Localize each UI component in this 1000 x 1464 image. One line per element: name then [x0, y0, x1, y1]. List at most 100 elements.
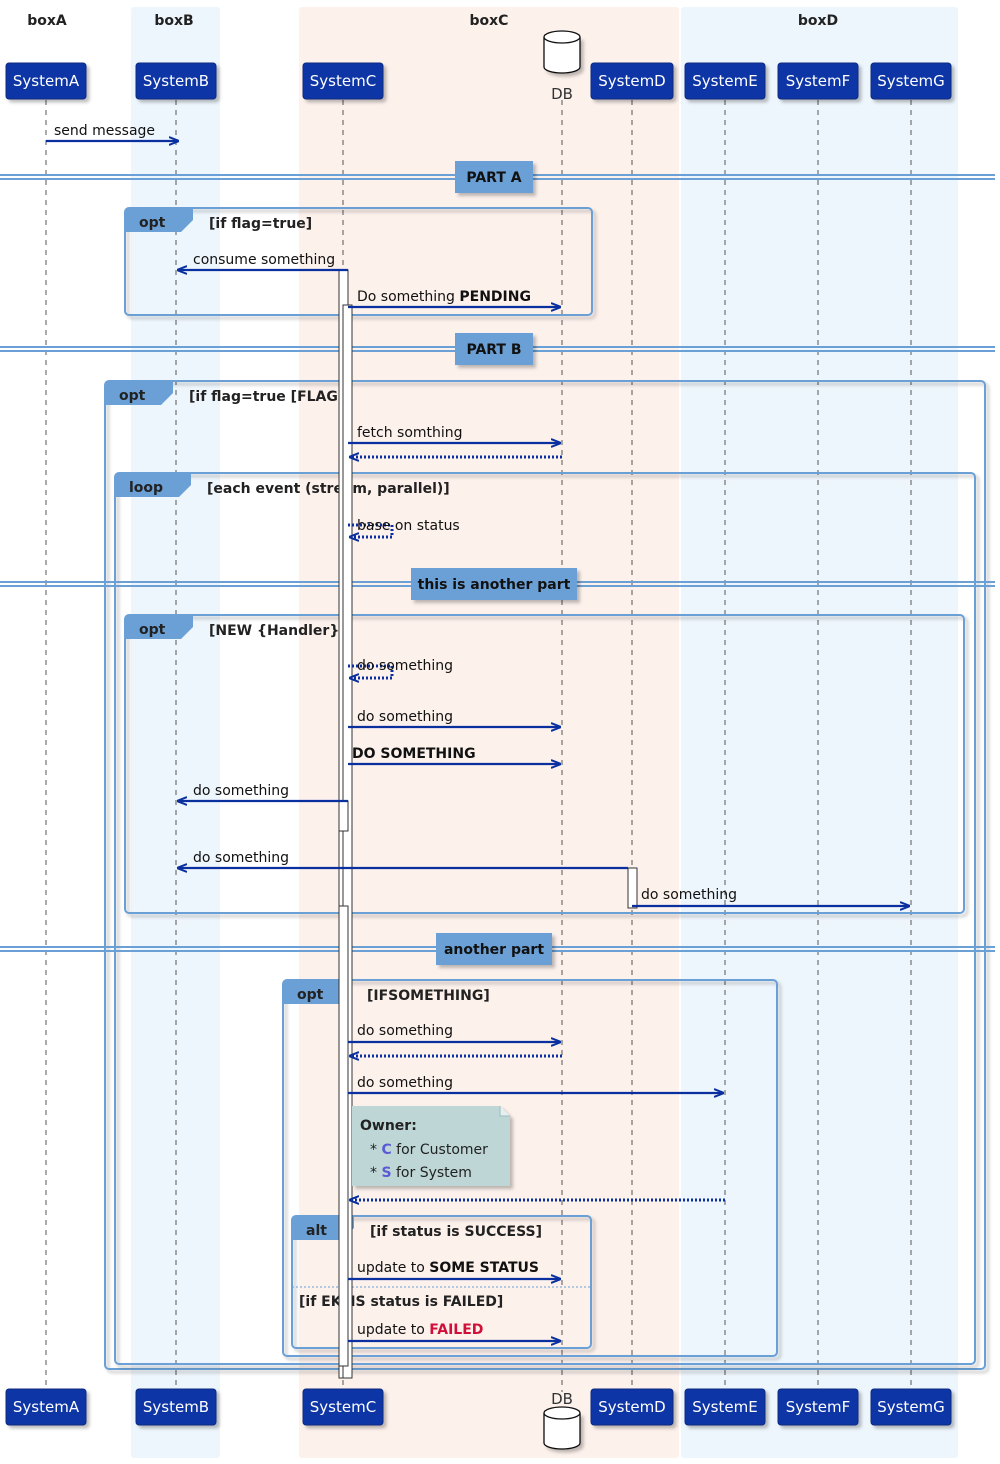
- fragment-keyword-optB: opt: [119, 388, 146, 404]
- participant-C-top: [302, 62, 384, 100]
- participant-label-B-bottom: SystemB: [143, 1398, 209, 1416]
- fragment-tab-optA: [125, 208, 193, 232]
- divider-label: this is another part: [418, 577, 571, 593]
- participant-label-DB-top: DB: [551, 85, 573, 103]
- participant-E-bottom: [684, 1388, 766, 1426]
- message-label: do something: [357, 658, 453, 674]
- participant-label-A-top: SystemA: [13, 72, 80, 90]
- participant-E-top: [684, 62, 766, 100]
- message-label-part: send message: [54, 123, 155, 139]
- activation-bar: [627, 867, 638, 909]
- message-label-part: update to: [357, 1322, 429, 1338]
- participant-label-F-bottom: SystemF: [786, 1398, 851, 1416]
- activation-bar: [342, 304, 353, 1379]
- fragment-loop: [114, 472, 976, 1365]
- message-label-part: do something: [357, 709, 453, 725]
- divider-label-box: [411, 568, 577, 600]
- participant-label-B-top: SystemB: [143, 72, 209, 90]
- fragment-tab-loop: [115, 473, 191, 497]
- participant-label-F-top: SystemF: [786, 72, 851, 90]
- fragment-alt: [291, 1215, 592, 1349]
- message-label: do something: [641, 887, 737, 903]
- fragment-keyword-optA: opt: [139, 215, 166, 231]
- message-label-part: do something: [357, 1023, 453, 1039]
- participant-label-D-top: SystemD: [598, 72, 666, 90]
- divider-label-box: [455, 333, 533, 365]
- message-label: consume something: [193, 252, 335, 268]
- fragment-keyword-optNew: opt: [139, 622, 166, 638]
- message-label: do something: [193, 850, 289, 866]
- message-label-part: do something: [193, 850, 289, 866]
- participant-label-E-top: SystemE: [692, 72, 757, 90]
- fragment-optA: [124, 207, 593, 316]
- participant-B-bottom: [135, 1388, 217, 1426]
- fragment-condition-optB: [if flag=true [FLAG]]: [189, 389, 351, 405]
- message-label-part: SOME STATUS: [429, 1260, 539, 1276]
- fragment-condition-loop: [each event (stream, parallel)]: [207, 481, 450, 497]
- note-box: [352, 1106, 510, 1186]
- note-line-part: *: [370, 1165, 381, 1181]
- divider-label: PART A: [466, 170, 521, 186]
- note-line-part: C: [381, 1142, 391, 1158]
- fragment-condition-optIf: [IFSOMETHING]: [367, 988, 490, 1004]
- message-label: do something: [193, 783, 289, 799]
- note-line-part: for Customer: [392, 1142, 488, 1158]
- message-label-part: update to: [357, 1260, 429, 1276]
- fragment-optIf: [282, 979, 778, 1357]
- message-label-part: base on status: [357, 518, 460, 534]
- activation-bar: [338, 800, 349, 832]
- message-label-part: fetch somthing: [357, 425, 463, 441]
- divider-label: PART B: [466, 342, 521, 358]
- box-title-boxD: boxD: [798, 13, 838, 29]
- message-label: do something: [357, 709, 453, 725]
- message-label: update to FAILED: [357, 1322, 483, 1338]
- fragment-condition-optNew: [NEW {Handler}]: [209, 623, 346, 639]
- database-top: [543, 30, 581, 44]
- message-label-part: DO SOMETHING: [352, 746, 476, 762]
- note-line-part: for System: [392, 1165, 472, 1181]
- message-label-part: do something: [357, 658, 453, 674]
- participant-F-bottom: [777, 1388, 859, 1426]
- box-title-boxA: boxA: [27, 13, 67, 29]
- note-title: Owner:: [360, 1118, 417, 1134]
- participant-A-bottom: [5, 1388, 87, 1426]
- participant-G-top: [870, 62, 952, 100]
- fragment-keyword-alt: alt: [306, 1223, 327, 1239]
- divider-label-box: [455, 161, 533, 193]
- message-label: Do something PENDING: [357, 289, 531, 305]
- note-line: * S for System: [370, 1165, 472, 1181]
- divider-label: another part: [444, 942, 544, 958]
- participant-D-top: [590, 62, 674, 100]
- fragment-tab-optIf: [283, 980, 351, 1004]
- note-line-part: S: [381, 1165, 391, 1181]
- participant-box-boxC: [299, 7, 679, 1458]
- note-line-part: *: [370, 1142, 381, 1158]
- message-label-part: do something: [357, 1075, 453, 1091]
- message-label: send message: [54, 123, 155, 139]
- message-label: fetch somthing: [357, 425, 463, 441]
- participant-F-top: [777, 62, 859, 100]
- message-label: do something: [357, 1075, 453, 1091]
- fragment-tab-optNew: [125, 615, 193, 639]
- database-body: [543, 37, 581, 74]
- database-icon: [543, 30, 581, 74]
- database-body: [543, 1413, 581, 1450]
- participant-D-bottom: [590, 1388, 674, 1426]
- fragment-keyword-optIf: opt: [297, 987, 324, 1003]
- message-label-part: FAILED: [429, 1322, 483, 1338]
- message-label-part: consume something: [193, 252, 335, 268]
- message-label-part: Do something: [357, 289, 459, 305]
- message-arrow-self: [348, 523, 394, 537]
- participant-label-G-top: SystemG: [877, 72, 945, 90]
- note-fold: [499, 1106, 510, 1117]
- message-label-part: PENDING: [459, 289, 531, 305]
- participant-box-boxD: [681, 7, 958, 1458]
- message-label: do something: [357, 1023, 453, 1039]
- fragment-keyword-loop: loop: [129, 480, 163, 496]
- box-title-boxC: boxC: [470, 13, 509, 29]
- fragment-else-condition: [if EKMS status is FAILED]: [299, 1294, 503, 1310]
- message-label: DO SOMETHING: [352, 746, 476, 762]
- fragment-optB: [104, 380, 986, 1370]
- participant-A-top: [5, 62, 87, 100]
